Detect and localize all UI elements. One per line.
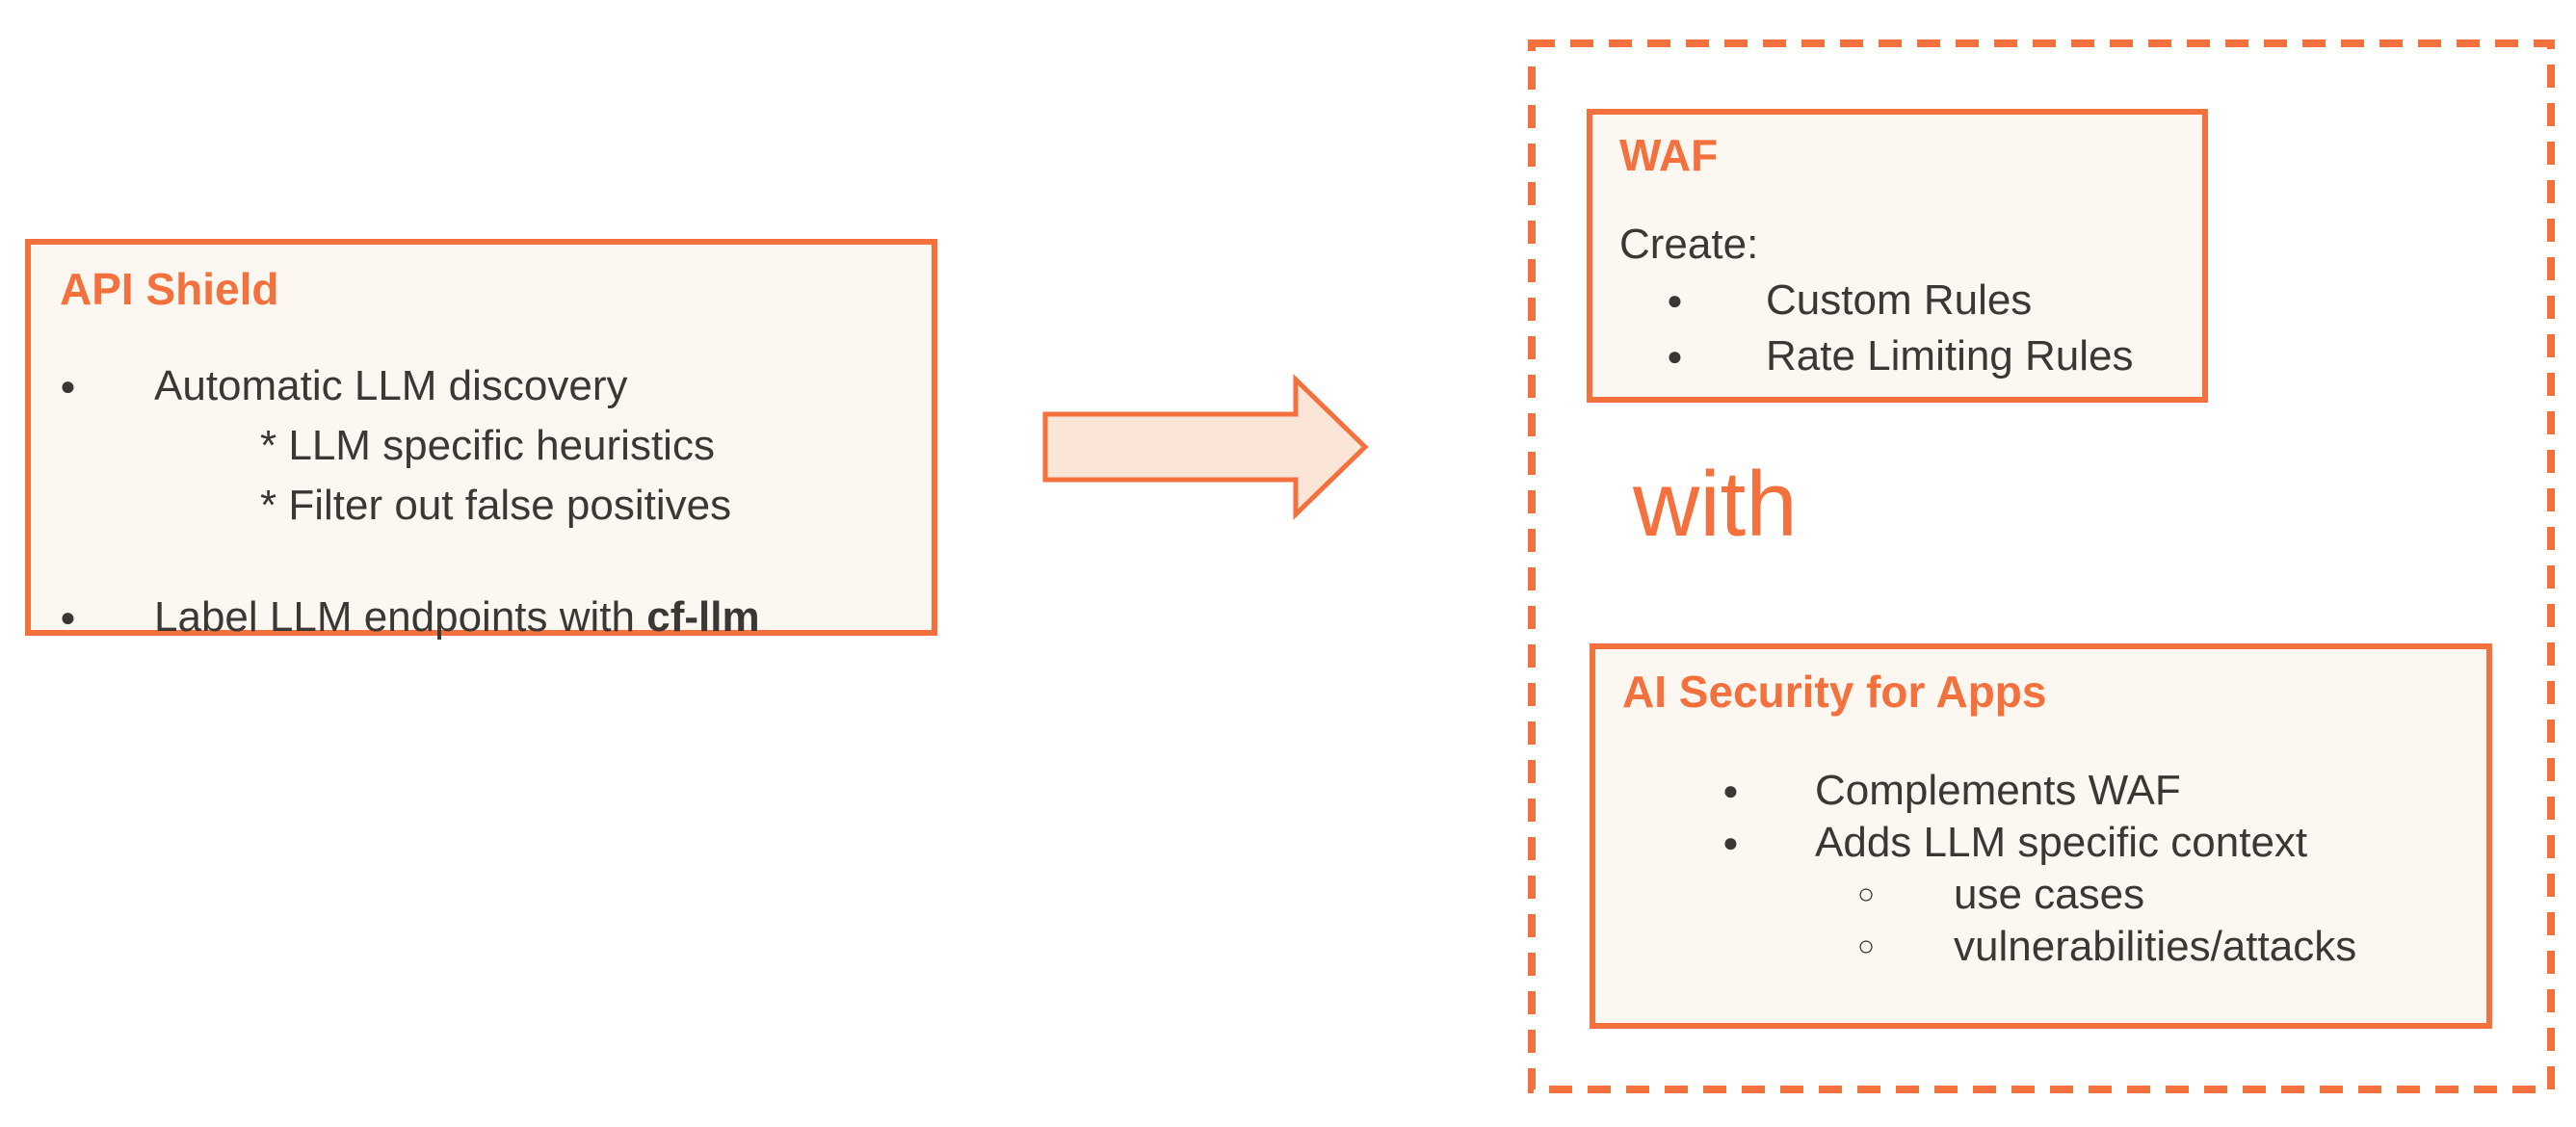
waf-box: WAF Create: ● Custom Rules ● Rate Limiti…	[1587, 109, 2208, 403]
circle-bullet-icon: ○	[1857, 930, 1876, 962]
list-item: ● Rate Limiting Rules	[1667, 328, 2175, 384]
bullet-icon: ●	[1667, 285, 1683, 315]
block-arrow-right-icon	[1042, 374, 1369, 520]
circle-bullet-icon: ○	[1857, 878, 1876, 910]
list-item: ● Adds LLM specific context	[1622, 817, 2459, 869]
dashed-group-border	[1528, 39, 2555, 1093]
waf-title: WAF	[1619, 130, 1719, 180]
list-subitem: * Filter out false positives	[260, 482, 732, 529]
waf-list: ● Custom Rules ● Rate Limiting Rules	[1619, 273, 2175, 384]
list-subitem: ○ use cases	[1622, 869, 2459, 921]
api-shield-box: API Shield ● Automatic LLM discovery * L…	[25, 239, 937, 641]
dashed-rect-icon	[1528, 39, 2555, 1093]
list-item-text: Label LLM endpoints with	[154, 593, 647, 641]
list-item-label: Automatic LLM discovery	[154, 362, 628, 409]
cf-llm-label: cf-llm	[646, 593, 760, 641]
api-shield-title: API Shield	[60, 264, 279, 314]
ai-security-title: AI Security for Apps	[1622, 667, 2047, 717]
bullet-icon: ●	[1667, 341, 1683, 371]
waf-create-label: Create:	[1619, 221, 1759, 268]
with-label: with	[1633, 453, 1798, 556]
list-subitem-label: vulnerabilities/attacks	[1954, 923, 2357, 970]
list-subitem: * LLM specific heuristics	[260, 422, 715, 469]
list-item: ● Complements WAF	[1622, 765, 2459, 817]
list-item-label: Custom Rules	[1766, 276, 2033, 324]
list-item-label: Rate Limiting Rules	[1766, 332, 2134, 380]
ai-security-list: ● Complements WAF ● Adds LLM specific co…	[1622, 765, 2459, 973]
list-item-label: Complements WAF	[1815, 767, 2181, 814]
ai-security-box: AI Security for Apps ● Complements WAF ●…	[1590, 643, 2492, 1029]
list-subitem: ○ vulnerabilities/attacks	[1622, 921, 2459, 973]
list-item: ● Custom Rules	[1667, 273, 2175, 328]
bullet-icon: ●	[1722, 827, 1739, 857]
flow-arrow	[1042, 374, 1371, 520]
bullet-icon: ●	[1722, 775, 1739, 805]
list-item: ● Automatic LLM discovery	[60, 356, 903, 416]
list-subitem-label: use cases	[1954, 871, 2145, 918]
list-item: ● Label LLM endpoints with cf-llm	[60, 588, 903, 647]
list-item-label: Label LLM endpoints with cf-llm	[154, 588, 760, 647]
bullet-icon: ●	[60, 602, 76, 632]
list-item-label: Adds LLM specific context	[1815, 819, 2308, 866]
bullet-icon: ●	[60, 371, 76, 401]
api-shield-list: ● Automatic LLM discovery * LLM specific…	[60, 356, 903, 647]
